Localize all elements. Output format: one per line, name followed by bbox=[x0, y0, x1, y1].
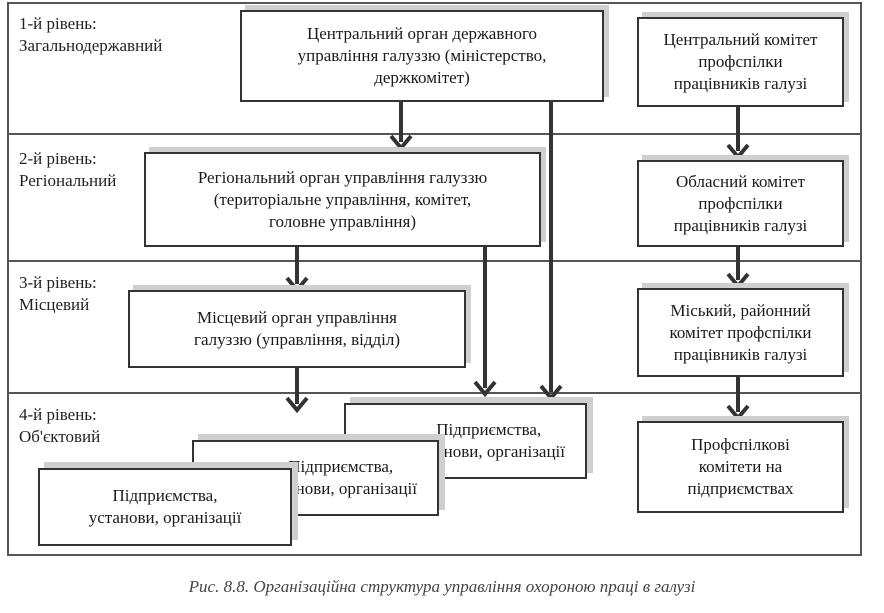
enterprise-box-front: Підприємства, установи, організації bbox=[38, 468, 292, 546]
city-committee-line-1: Міський, районний bbox=[670, 300, 811, 320]
level-3-label: 3-й рівень: Місцевий bbox=[19, 272, 97, 316]
level-1-label: 1-й рівень: Загальнодержавний bbox=[19, 13, 162, 57]
arrowhead-city-to-union-committees bbox=[726, 404, 750, 422]
central-committee-line-2: профспілки bbox=[698, 52, 783, 71]
union-committees-line-2: комітети на bbox=[698, 457, 783, 476]
enterprise-back-line-1: Підприємства, bbox=[436, 420, 542, 439]
arrowhead-oblast-to-city bbox=[726, 272, 750, 290]
city-committee-line-2: комітет профспілки bbox=[669, 322, 812, 342]
figure-caption: Рис. 8.8. Організаційна структура управл… bbox=[188, 577, 696, 596]
local-organ-line-1: Місцевий орган управління bbox=[196, 308, 398, 327]
enterprise-front-line-1: Підприємства, bbox=[112, 486, 218, 505]
outer-frame bbox=[7, 2, 862, 556]
arrowhead-local-to-enterprises bbox=[285, 396, 309, 414]
city-committee-box: Міський, районний комітет профспілки пра… bbox=[637, 288, 844, 377]
oblast-committee-box: Обласний комітет профспілки працівників … bbox=[637, 160, 844, 247]
central-committee-box: Центральний комітет профспілки працівник… bbox=[637, 17, 844, 107]
central-committee-line-3: працівників галузі bbox=[673, 74, 808, 93]
level-2-label: 2-й рівень: Регіональний bbox=[19, 148, 116, 192]
local-organ-box: Місцевий орган управління галуззю (управ… bbox=[128, 290, 466, 368]
city-committee-line-3: працівників галузі bbox=[673, 344, 808, 364]
level-2-title: 2-й рівень: bbox=[19, 149, 97, 168]
enterprise-mid-line-2: установи, організації bbox=[264, 479, 417, 498]
arrowhead-regional-to-enterprises bbox=[473, 380, 497, 398]
level-3-name: Місцевий bbox=[19, 295, 90, 314]
union-committees-box: Профспілкові комітети на підприємствах bbox=[637, 421, 844, 513]
regional-organ-box: Регіональний орган управління галуззю (т… bbox=[144, 152, 541, 247]
local-organ-line-2: галуззю (управління, відділ) bbox=[194, 330, 400, 349]
level-4-title: 4-й рівень: bbox=[19, 405, 97, 424]
central-organ-line-2: управління галуззю (міністерство, bbox=[297, 46, 547, 65]
arrowhead-central-to-enterprises bbox=[539, 384, 563, 402]
level-3-title: 3-й рівень: bbox=[19, 273, 97, 292]
regional-organ-line-2: (територіальне управління, комітет, bbox=[213, 189, 472, 209]
oblast-committee-line-1: Обласний комітет bbox=[675, 171, 806, 191]
level-1-title: 1-й рівень: bbox=[19, 14, 97, 33]
central-organ-line-3: держкомітет) bbox=[374, 68, 470, 87]
regional-organ-line-1: Регіональний орган управління галуззю bbox=[197, 167, 488, 187]
arrowhead-central-committee-to-oblast bbox=[726, 143, 750, 161]
central-organ-line-1: Центральний орган державного bbox=[306, 24, 538, 43]
central-committee-line-1: Центральний комітет bbox=[663, 30, 818, 49]
oblast-committee-line-3: працівників галузі bbox=[673, 215, 808, 235]
union-committees-line-1: Профспілкові bbox=[691, 435, 790, 454]
level-1-name: Загальнодержавний bbox=[19, 36, 163, 55]
union-committees-line-3: підприємствах bbox=[687, 479, 794, 498]
enterprise-back-line-2: установи, організації bbox=[412, 442, 565, 461]
arrowhead-central-to-regional bbox=[389, 134, 413, 152]
regional-organ-line-3: головне управління) bbox=[268, 211, 417, 231]
enterprise-front-line-2: установи, організації bbox=[88, 508, 242, 527]
level-4-label: 4-й рівень: Об'єктовий bbox=[19, 404, 100, 448]
central-organ-box: Центральний орган державного управління … bbox=[240, 10, 604, 102]
level-4-name: Об'єктовий bbox=[19, 427, 101, 446]
oblast-committee-line-2: профспілки bbox=[698, 193, 783, 213]
level-2-name: Регіональний bbox=[19, 171, 117, 190]
enterprise-mid-line-1: Підприємства, bbox=[288, 457, 394, 476]
